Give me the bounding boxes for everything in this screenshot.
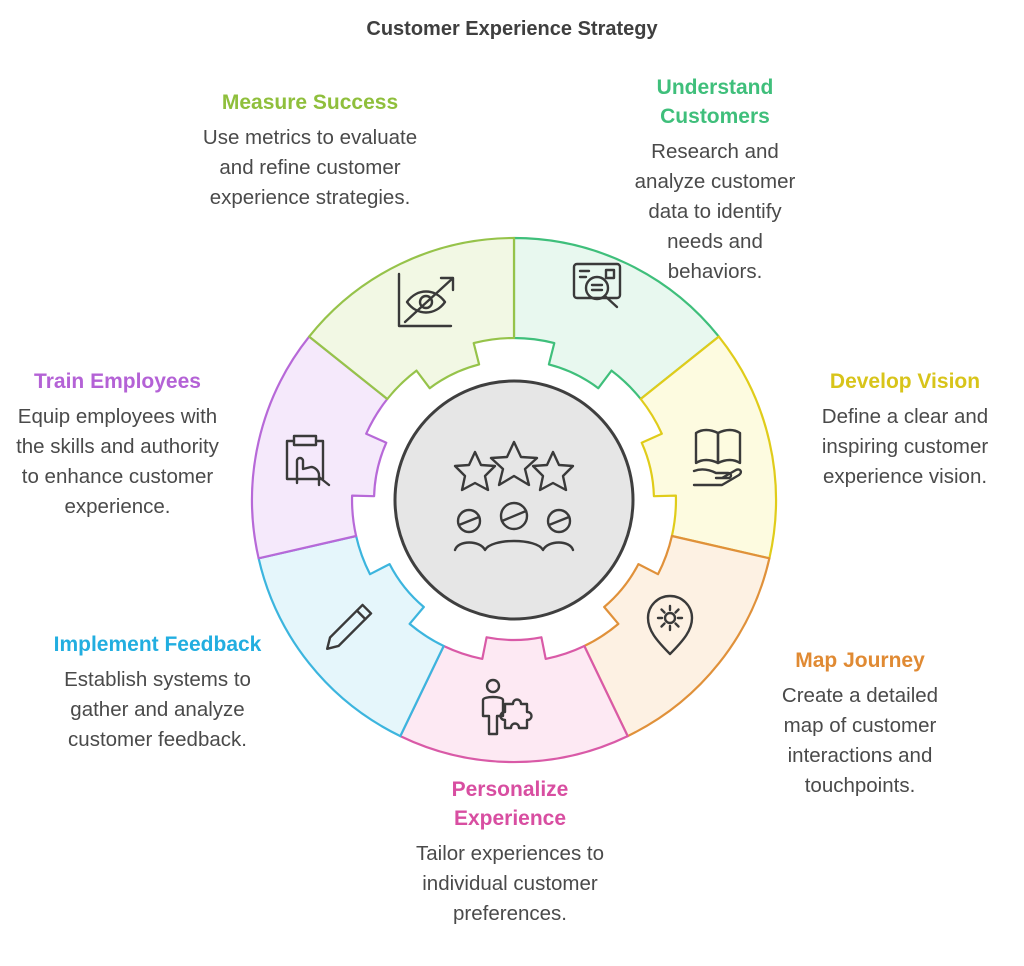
segment-measure: [308, 236, 516, 401]
icons-layer: [285, 262, 743, 736]
segment-title: Develop Vision: [829, 370, 981, 393]
segment-title: Implement Feedback: [53, 633, 262, 656]
segment-description: Establish systems to gather and analyze …: [64, 668, 251, 751]
segment-title: Map Journey: [795, 649, 925, 672]
book-hand-icon: [692, 428, 743, 487]
clipboard-hand-icon: [285, 434, 331, 487]
segment-title: Measure Success: [221, 91, 399, 114]
segment-title: Understand Customers: [656, 76, 774, 128]
segment-description: Tailor experiences to individual custome…: [415, 842, 604, 925]
segment-description: Use metrics to evaluate and refine custo…: [202, 126, 418, 209]
segment-description: Create a detailed map of customer intera…: [781, 684, 939, 797]
data-search-icon: [572, 262, 622, 309]
segments-layer: [251, 236, 777, 764]
segment-title: Personalize Experience: [451, 778, 569, 830]
pencil-icon: [326, 603, 373, 650]
segment-description: Define a clear and inspiring customer ex…: [821, 405, 989, 488]
segment-description: Equip employees with the skills and auth…: [16, 405, 219, 518]
diagram-title: Customer Experience Strategy: [366, 18, 658, 40]
center-hub: [393, 379, 635, 621]
gear-pin-icon: [646, 594, 694, 656]
eye-chart-icon: [397, 272, 455, 328]
stars-and-people-icon: [453, 440, 575, 552]
person-puzzle-icon: [481, 678, 533, 736]
segment-description: Research and analyze customer data to id…: [634, 140, 796, 283]
segment-title: Train Employees: [34, 370, 201, 393]
